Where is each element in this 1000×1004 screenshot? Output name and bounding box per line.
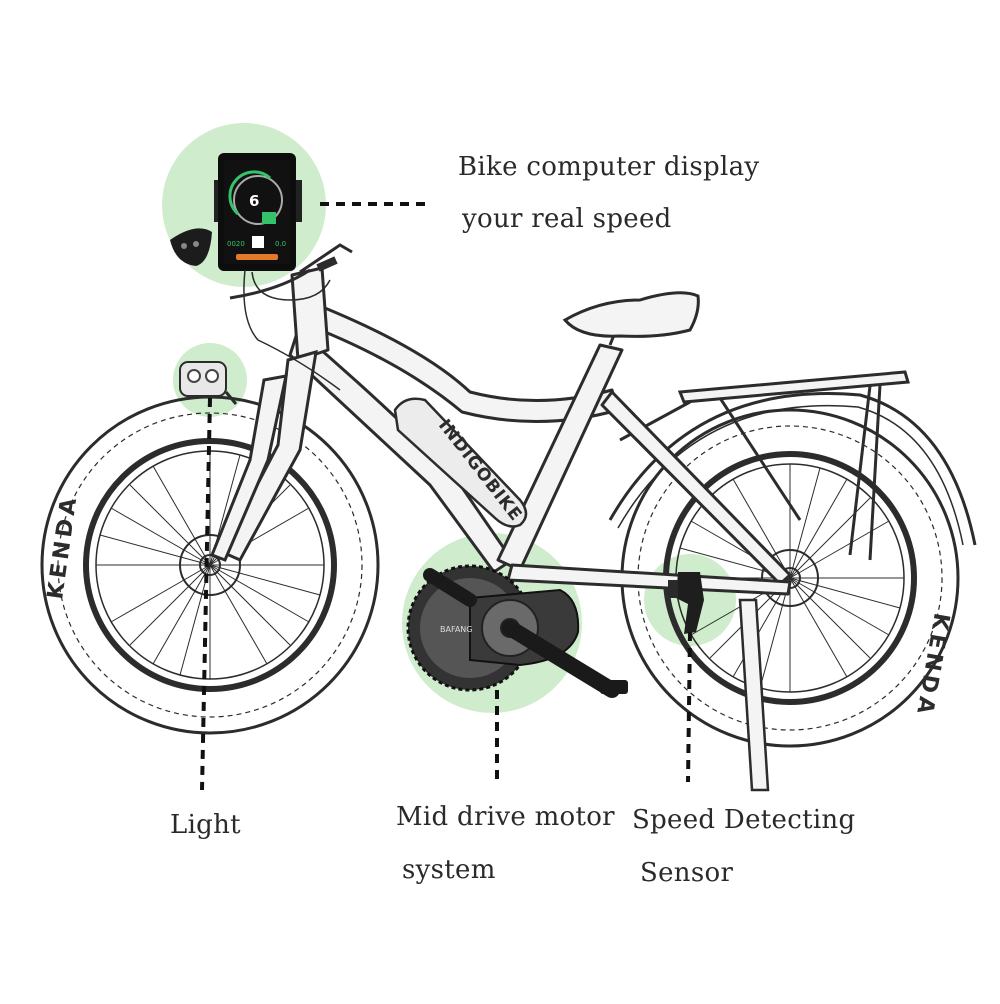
- sensor-callout-line1: Speed Detecting: [632, 805, 856, 835]
- front-fork: [210, 349, 318, 562]
- saddle: [562, 291, 700, 346]
- motor-callout-line2: system: [402, 855, 496, 885]
- light-callout: Light: [170, 810, 241, 840]
- display-right-readout: 0.0: [275, 240, 286, 248]
- rear-tire-brand: KENDA: [911, 611, 954, 720]
- rear-rack: [619, 370, 910, 561]
- headlight: [179, 361, 238, 405]
- callout-lines: [200, 202, 692, 791]
- display-callout-line1: Bike computer display: [458, 152, 760, 182]
- sensor-callout-line2: Sensor: [640, 858, 734, 888]
- kickstand: [738, 598, 770, 792]
- motor-callout-line1: Mid drive motor: [396, 802, 615, 832]
- bike-computer-display: 6 0020 0.0: [214, 153, 302, 271]
- handlebar: [229, 243, 353, 300]
- display-remote: [170, 228, 212, 266]
- motor-brand: BAFANG: [440, 625, 472, 634]
- front-tire-brand: KENDA: [43, 493, 82, 601]
- display-speed: 6: [249, 192, 259, 210]
- cables: [243, 269, 341, 391]
- bike-frame: [288, 266, 792, 596]
- display-left-readout: 0020: [227, 240, 245, 248]
- display-callout-line2: your real speed: [462, 204, 672, 234]
- speed-sensor: [668, 572, 704, 634]
- mid-drive-motor: BAFANG: [406, 564, 628, 698]
